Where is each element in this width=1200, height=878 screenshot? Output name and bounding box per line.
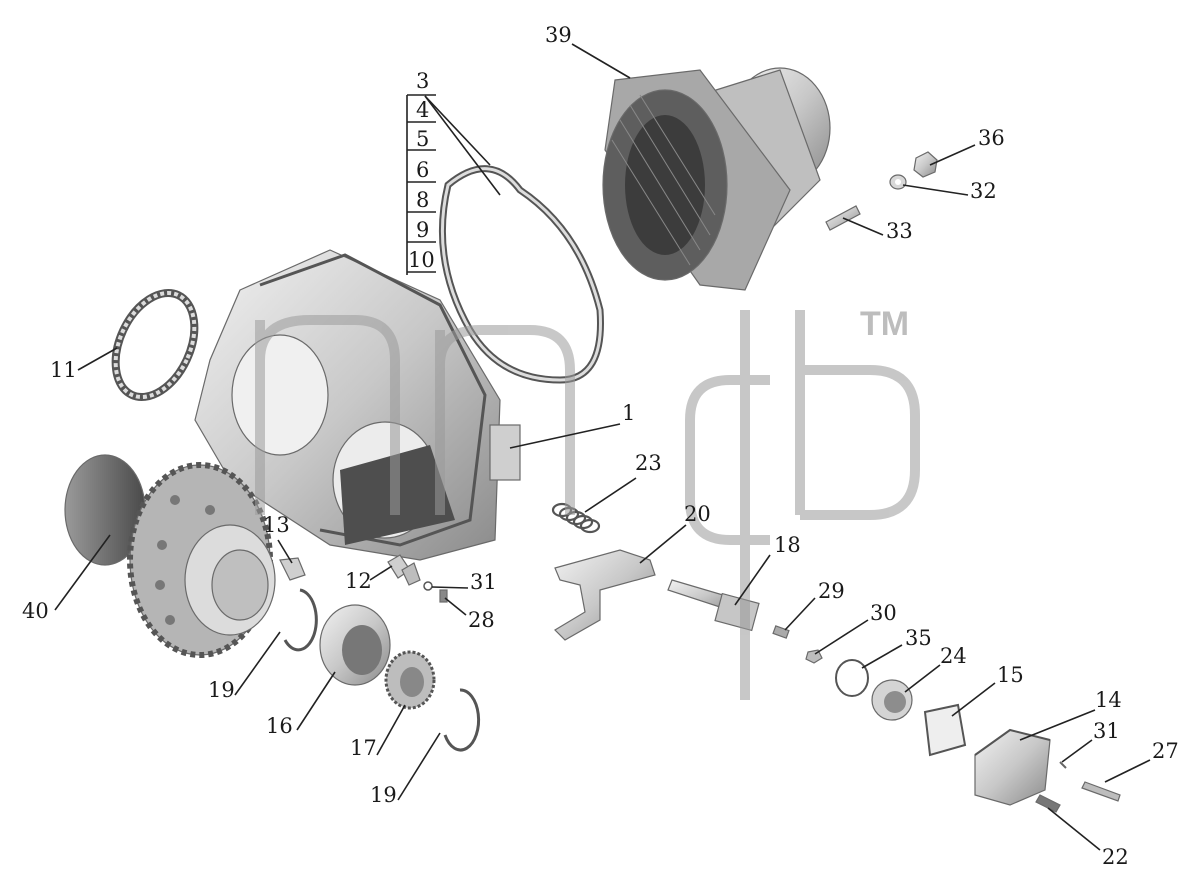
part-19-snap-ring-lower [443, 688, 481, 752]
callout-17: 17 [350, 736, 377, 760]
part-28-bolt [439, 589, 448, 603]
callout-20: 20 [684, 502, 711, 526]
part-3-gasket [438, 165, 604, 384]
callout-13: 13 [263, 513, 290, 537]
part-35-o-ring [835, 659, 869, 697]
callout-39: 39 [545, 23, 572, 47]
part-14-cylinder-cover [974, 728, 1051, 806]
callout-11: 11 [50, 358, 77, 382]
part-12-bracket [387, 554, 421, 586]
watermark-tm: TM [860, 305, 909, 343]
part-16-sliding-sleeve [319, 604, 391, 686]
part-40-differential-assembly [64, 454, 276, 658]
callout-1: 1 [622, 401, 635, 425]
callout-23: 23 [635, 451, 662, 475]
callout-29: 29 [818, 579, 845, 603]
callout-36: 36 [978, 126, 1005, 150]
stack-label-5: 5 [416, 127, 429, 151]
callout-31-right: 31 [1093, 719, 1120, 743]
part-30-nut [805, 649, 823, 664]
stacked-label-group: 3 4 5 6 8 9 10 [406, 69, 501, 275]
part-19-snap-ring-upper [283, 588, 318, 652]
callout-16: 16 [266, 714, 293, 738]
callout-labels: 39 36 32 33 11 1 23 20 18 13 12 31 28 29… [22, 23, 1179, 869]
part-13-lock-plate [279, 557, 306, 581]
part-17-gear-coupling [384, 650, 436, 710]
stack-label-6: 6 [416, 158, 429, 182]
callout-14: 14 [1095, 688, 1122, 712]
callout-35: 35 [905, 626, 932, 650]
callout-27: 27 [1152, 739, 1179, 763]
stack-label-3: 3 [416, 69, 429, 93]
stack-label-9: 9 [416, 218, 429, 242]
watermark-logo: TM [255, 305, 920, 700]
part-24-piston [871, 679, 913, 721]
part-32-washer [889, 174, 907, 190]
callout-32: 32 [970, 179, 997, 203]
stack-label-4: 4 [416, 98, 429, 122]
part-15-cover-gasket [923, 703, 967, 757]
part-31-small-pin [1059, 761, 1067, 769]
callout-31-left: 31 [470, 570, 497, 594]
callout-24: 24 [940, 644, 967, 668]
callout-19-upper: 19 [208, 678, 235, 702]
callout-15: 15 [997, 663, 1024, 687]
part-36-nut [913, 151, 938, 178]
part-27-bolt [1081, 781, 1121, 802]
part-22-bolt [1035, 794, 1061, 813]
part-11-bearing-ring [111, 289, 199, 401]
stack-label-10: 10 [408, 248, 435, 272]
callout-30: 30 [870, 601, 897, 625]
part-31-small-ring [423, 581, 433, 591]
callout-18: 18 [774, 533, 801, 557]
callout-28: 28 [468, 608, 495, 632]
part-39-pinion-housing [602, 67, 831, 291]
leader-lines [54, 43, 1151, 851]
callout-40: 40 [22, 599, 49, 623]
callout-19-lower: 19 [370, 783, 397, 807]
callout-12: 12 [345, 569, 372, 593]
part-20-shift-fork [554, 549, 656, 641]
callout-33: 33 [886, 219, 913, 243]
callout-22: 22 [1102, 845, 1129, 869]
part-29-pin [772, 625, 790, 639]
stack-label-8: 8 [416, 188, 429, 212]
